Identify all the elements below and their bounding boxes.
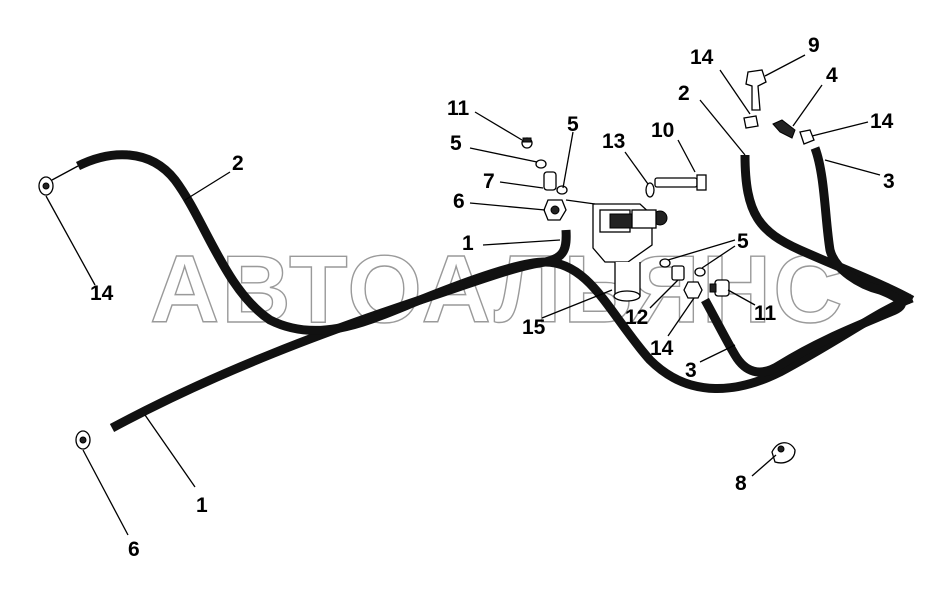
fuel-filter-assembly: [592, 203, 668, 302]
part-13-washer: [645, 182, 655, 198]
leader-lines: [45, 54, 881, 536]
callout-15: 15: [522, 316, 546, 339]
hose-end-clamp-left-top: [38, 176, 54, 196]
top-right-fittings: [743, 69, 815, 145]
callout-6-bottom: 6: [128, 538, 140, 561]
callout-11-right: 11: [754, 302, 777, 325]
callout-3-upper: 3: [883, 170, 895, 193]
callout-1-left: 1: [196, 494, 208, 517]
callout-4: 4: [826, 64, 838, 87]
part-8-bracket: [771, 442, 796, 464]
callout-1-mid: 1: [462, 232, 474, 255]
callout-11-left: 11: [447, 97, 470, 120]
callout-5-right: 5: [737, 230, 749, 253]
callout-14-left: 14: [90, 282, 114, 305]
callout-labels: 1 1 2 2 3 3 4 5 5 5 6 6 7 8 9 10 11 11 1…: [90, 34, 895, 561]
hose-end-clamp-left-bottom: [75, 430, 91, 450]
callout-8: 8: [735, 472, 747, 495]
callout-10: 10: [651, 119, 674, 142]
callout-7: 7: [483, 170, 495, 193]
part-10-bolt: [654, 174, 707, 191]
callout-3-lower: 3: [685, 359, 697, 382]
hose-2-right: [740, 154, 915, 304]
callout-2-right: 2: [678, 82, 690, 105]
callout-6-mid: 6: [453, 190, 465, 213]
callout-14-bottom: 14: [650, 337, 674, 360]
callout-5-mid: 5: [567, 113, 579, 136]
callout-12: 12: [625, 306, 648, 329]
right-fitting-cluster: [659, 258, 730, 299]
hose-2-left: [75, 150, 914, 393]
callout-5-left: 5: [450, 132, 462, 155]
callout-14-right: 14: [870, 110, 894, 133]
callout-9: 9: [808, 34, 820, 57]
callout-13: 13: [602, 130, 625, 153]
callout-2-left: 2: [232, 152, 244, 175]
hose-3: [701, 146, 906, 377]
left-fitting-stack: [521, 137, 596, 221]
callout-14-top: 14: [690, 46, 714, 69]
